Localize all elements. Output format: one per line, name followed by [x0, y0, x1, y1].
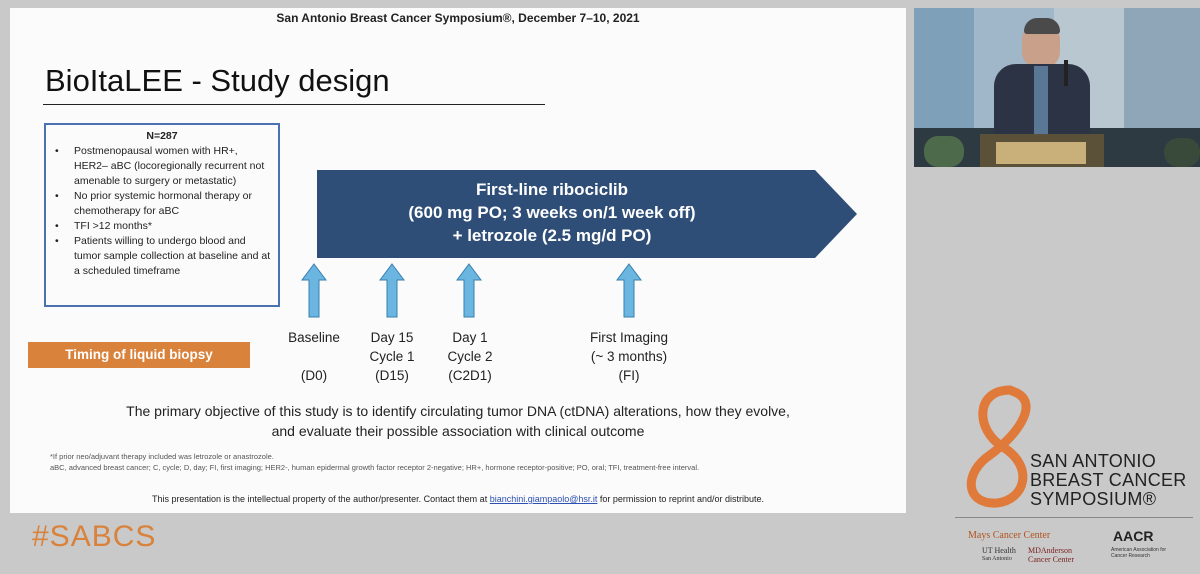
video-plant — [924, 136, 964, 167]
timepoint-day15: Day 15 Cycle 1 (D15) — [369, 328, 414, 385]
logo-divider — [955, 517, 1193, 518]
logo-line: Cancer Center — [1028, 555, 1074, 564]
microphone — [1064, 60, 1068, 86]
conference-header: San Antonio Breast Cancer Symposium®, De… — [276, 11, 640, 25]
mays-cancer-center-logo: Mays Cancer Center — [968, 530, 1051, 541]
eligibility-item: Postmenopausal women with HR+, HER2– aBC… — [52, 144, 272, 189]
footnote: *If prior neo/adjuvant therapy included … — [50, 452, 274, 461]
timepoint-code: (D0) — [300, 368, 328, 383]
speaker-hair — [1024, 18, 1060, 34]
logo-line: San Antonio — [982, 556, 1012, 562]
podium-sign — [996, 142, 1086, 164]
timepoint-label: First Imaging — [589, 330, 669, 345]
copyright-text: for permission to reprint and/or distrib… — [597, 494, 764, 504]
logo-line: SAN ANTONIO — [1030, 451, 1156, 471]
timepoint-label: (~ 3 months) — [590, 349, 668, 364]
timepoint-first-imaging: First Imaging (~ 3 months) (FI) — [590, 328, 668, 385]
logo-line: SYMPOSIUM® — [1030, 489, 1157, 509]
ut-health-logo: UT Health San Antonio — [982, 546, 1016, 564]
slide-title: BioItaLEE - Study design — [45, 63, 390, 98]
copyright-notice: This presentation is the intellectual pr… — [10, 494, 906, 504]
md-anderson-logo: MDAnderson Cancer Center — [1028, 546, 1074, 564]
sample-size: N=287 — [146, 130, 178, 142]
treatment-arrow — [317, 170, 857, 258]
logo-line: UT Health — [982, 546, 1016, 555]
footnotes: *If prior neo/adjuvant therapy included … — [50, 451, 699, 473]
aacr-logo: AACR — [1113, 528, 1154, 544]
up-arrow-icon — [379, 263, 405, 318]
objective-line: and evaluate their possible association … — [271, 423, 645, 439]
hashtag: #SABCS — [32, 520, 157, 553]
up-arrow-icon — [616, 263, 642, 318]
treatment-line-3: + letrozole (2.5 mg/d PO) — [452, 226, 652, 245]
timepoint-label: Day 15 — [370, 330, 414, 345]
objective-line: The primary objective of this study is t… — [126, 403, 790, 419]
timepoint-label: Cycle 1 — [369, 349, 415, 364]
sabcs-logo-text: SAN ANTONIO BREAST CANCER SYMPOSIUM® — [1030, 452, 1187, 509]
speaker-tie — [1034, 66, 1048, 136]
primary-objective: The primary objective of this study is t… — [10, 401, 906, 441]
timepoint-label — [288, 347, 340, 366]
timepoint-baseline: Baseline (D0) — [288, 328, 340, 385]
timepoint-code: (FI) — [618, 368, 640, 383]
timepoint-c2d1: Day 1 Cycle 2 (C2D1) — [447, 328, 492, 385]
timepoint-label: Day 1 — [452, 330, 488, 345]
video-plant — [1164, 138, 1200, 167]
abbreviations-footnote: aBC, advanced breast cancer; C, cycle; D… — [50, 463, 700, 472]
logo-line: BREAST CANCER — [1030, 470, 1187, 490]
treatment-line-1: First-line ribociclib — [475, 180, 629, 199]
title-divider — [43, 104, 545, 105]
eligibility-item: TFI >12 months* — [52, 219, 272, 234]
timepoint-label: Baseline — [288, 330, 340, 345]
treatment-description: First-line ribociclib (600 mg PO; 3 week… — [317, 178, 787, 247]
presentation-slide: San Antonio Breast Cancer Symposium®, De… — [10, 8, 906, 513]
eligibility-box: N=287 Postmenopausal women with HR+, HER… — [44, 123, 280, 307]
eligibility-list: Postmenopausal women with HR+, HER2– aBC… — [52, 144, 272, 279]
timepoint-code: (D15) — [375, 368, 409, 383]
liquid-biopsy-label: Timing of liquid biopsy — [28, 342, 250, 368]
timepoint-code: (C2D1) — [448, 368, 492, 383]
eligibility-item: Patients willing to undergo blood and tu… — [52, 234, 272, 279]
logo-line: MDAnderson — [1028, 546, 1072, 555]
copyright-text: This presentation is the intellectual pr… — [152, 494, 490, 504]
timepoint-label: Cycle 2 — [447, 349, 493, 364]
sabcs-ribbon-logo — [966, 385, 1031, 508]
up-arrow-icon — [456, 263, 482, 318]
aacr-subtitle: American Association for Cancer Research — [1111, 547, 1167, 559]
contact-email-link[interactable]: bianchini.giampaolo@hsr.it — [489, 494, 598, 504]
speaker-video[interactable] — [914, 8, 1200, 167]
treatment-line-2: (600 mg PO; 3 weeks on/1 week off) — [408, 203, 696, 222]
up-arrow-icon — [301, 263, 327, 318]
eligibility-item: No prior systemic hormonal therapy or ch… — [52, 189, 272, 219]
